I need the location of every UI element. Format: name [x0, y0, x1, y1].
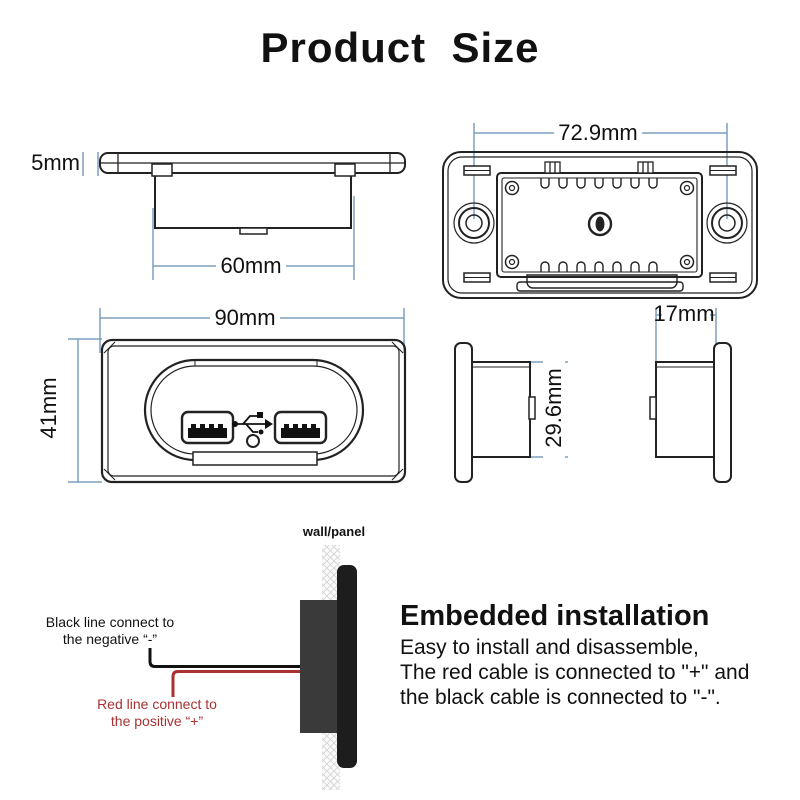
installation-heading: Embedded installation — [400, 600, 710, 632]
installation-drawing — [148, 545, 357, 790]
wire-terminal-tabs — [544, 161, 654, 174]
rear-box — [151, 163, 356, 235]
clip-tabs — [463, 165, 737, 283]
installation-description: Easy to install and disassemble, The red… — [400, 635, 790, 710]
black-wire-note-line2: the negative “-” — [62, 631, 158, 647]
right-insert-view — [649, 342, 732, 483]
red-wire-note-line2: the positive “+” — [110, 713, 204, 729]
dim-rear-body-width: 60mm — [220, 253, 282, 278]
device-rear-body — [300, 600, 338, 733]
vent-pins — [540, 178, 658, 272]
red-wire-note-line1: Red line connect to — [97, 696, 217, 712]
back-view-drawing — [442, 123, 758, 299]
device-front-panel — [337, 565, 357, 768]
corner-screws — [504, 180, 695, 270]
usb-icon — [232, 412, 273, 435]
dim-screw-hole-distance: 72.9mm — [558, 120, 638, 145]
black-wire-note-line1: Black line connect to — [45, 614, 175, 630]
front-view-drawing — [68, 308, 407, 484]
dim-insert-height: 29.6mm — [541, 358, 566, 458]
left-insert-view — [454, 342, 536, 483]
dimension-lines — [68, 308, 405, 483]
dimension-lines — [82, 152, 355, 280]
installation-description-line2: The red cable is connected to "+" and — [400, 661, 750, 684]
wall-panel-label: wall/panel — [302, 524, 366, 539]
dim-panel-thickness: 5mm — [31, 150, 80, 175]
installation-description-line1: Easy to install and disassemble, — [400, 636, 699, 659]
side-insert-drawings — [454, 308, 732, 483]
faceplate-frame — [100, 338, 407, 484]
led-indicator — [246, 434, 260, 448]
side-profile-drawing — [82, 152, 406, 280]
red-wire-note: Red line connect to the positive “+” — [82, 696, 232, 730]
black-wire-note: Black line connect to the negative “-” — [35, 614, 185, 648]
panel-plate — [99, 152, 406, 174]
outer-frame — [442, 151, 758, 299]
dim-face-height: 41mm — [36, 377, 61, 439]
bottom-tray — [516, 274, 684, 292]
installation-description-line3: the black cable is connected to "-". — [400, 686, 721, 709]
center-screw-hole — [587, 211, 613, 237]
usb-port-right — [273, 410, 328, 445]
oval-recess — [143, 358, 365, 466]
mounting-ears — [453, 202, 748, 244]
usb-port-left — [180, 410, 235, 445]
dim-face-width: 90mm — [214, 305, 276, 330]
black-wire — [148, 648, 300, 668]
dim-insert-depth: 17mm — [653, 301, 715, 326]
page-title: Product Size — [260, 24, 540, 71]
red-wire — [171, 670, 300, 697]
